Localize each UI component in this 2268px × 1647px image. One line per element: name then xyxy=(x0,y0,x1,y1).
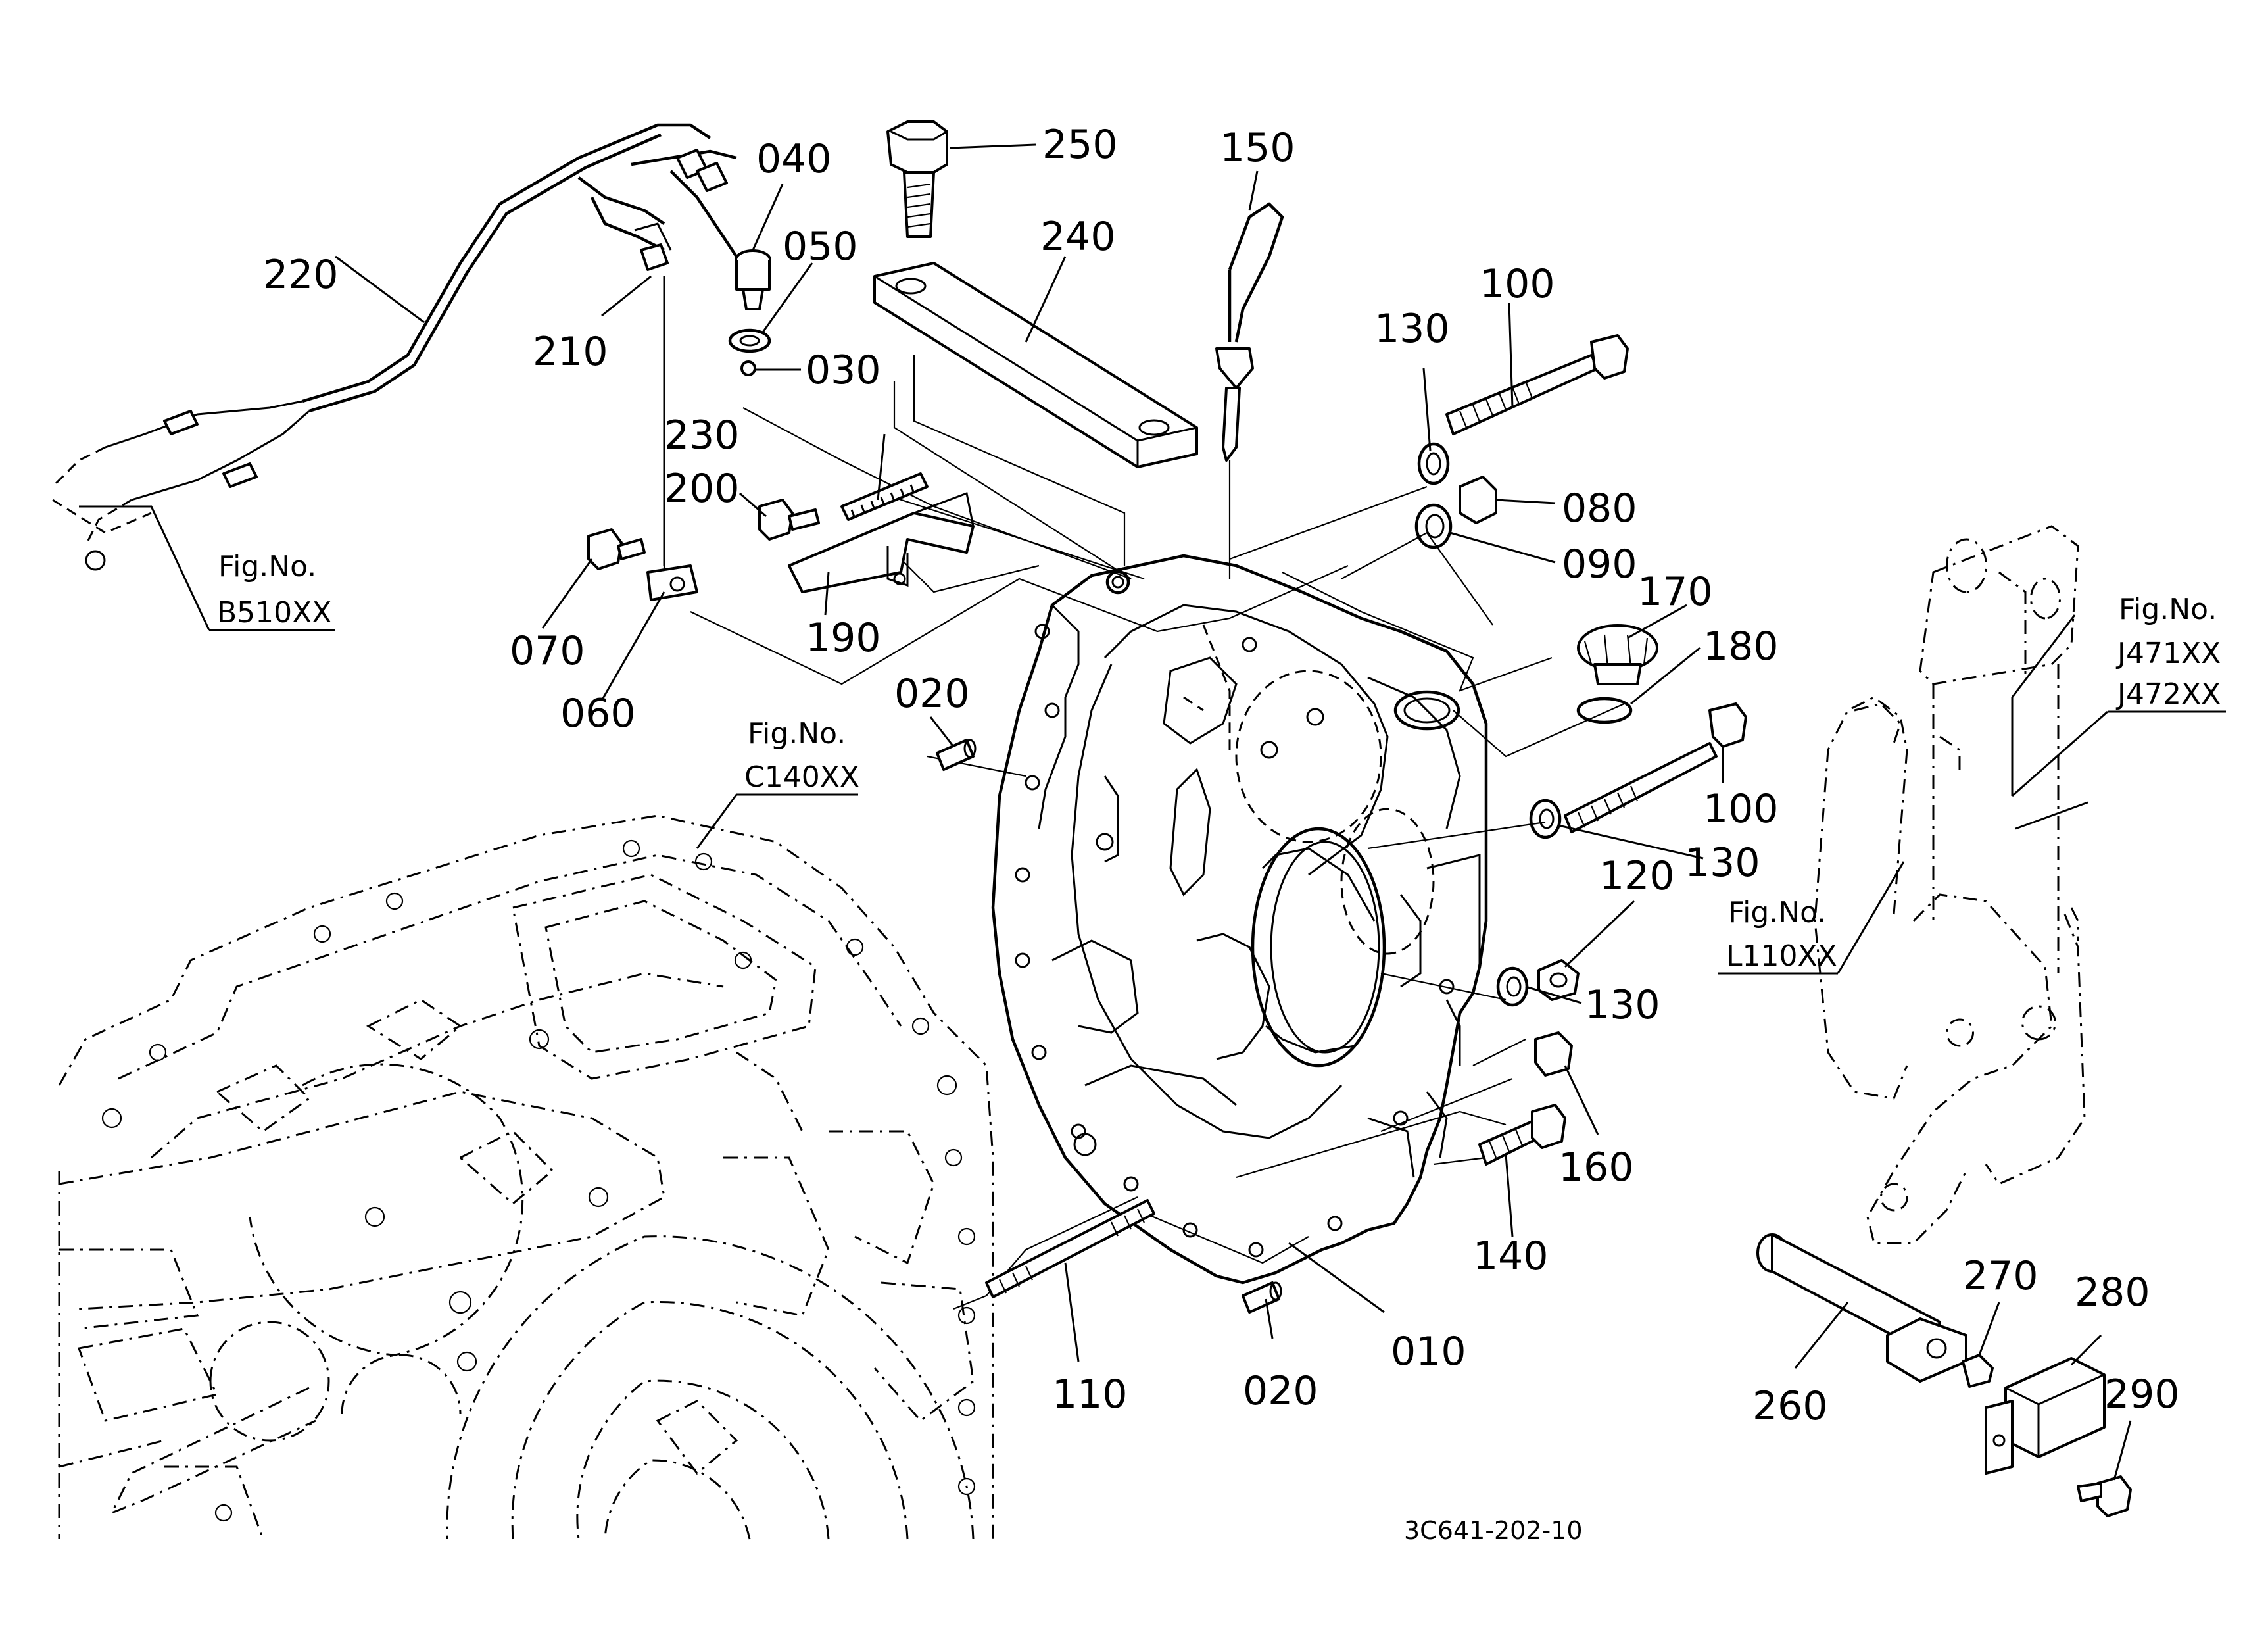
plug-160 xyxy=(1534,1031,1573,1077)
callout-070: 070 xyxy=(510,628,585,674)
block-280 xyxy=(1985,1357,2106,1475)
wire-harness-220 xyxy=(51,123,738,571)
callout-020: 020 xyxy=(894,671,970,717)
dipstick-150 xyxy=(1215,202,1284,579)
bolt-270 xyxy=(1962,1354,1994,1388)
callout-020: 020 xyxy=(1243,1368,1318,1414)
callout-labels: 220 210 040 050 030 250 240 150 130 100 … xyxy=(263,122,2180,1429)
figure-ref-b510: Fig.No. B510XX xyxy=(79,505,335,631)
o-ring-180 xyxy=(1576,697,1633,724)
callout-090: 090 xyxy=(1562,541,1637,587)
callout-180: 180 xyxy=(1703,624,1779,670)
callout-160: 160 xyxy=(1558,1144,1634,1191)
bolt-070 xyxy=(587,528,646,570)
svg-text:L110XX: L110XX xyxy=(1726,939,1837,973)
callout-250: 250 xyxy=(1042,122,1118,168)
callout-230: 230 xyxy=(664,412,740,458)
callout-100: 100 xyxy=(1480,261,1555,307)
washer-090 xyxy=(1414,503,1453,549)
callout-240: 240 xyxy=(1040,214,1116,260)
svg-text:J472XX: J472XX xyxy=(2115,677,2221,711)
bolt-200 xyxy=(758,499,820,541)
cap-170 xyxy=(1577,624,1658,685)
callout-130: 130 xyxy=(1685,840,1760,886)
stud-110 xyxy=(985,1199,1155,1298)
callout-060: 060 xyxy=(560,691,636,737)
callout-120: 120 xyxy=(1599,853,1675,899)
callout-050: 050 xyxy=(783,224,858,270)
ball-030 xyxy=(740,360,756,376)
washer-050 xyxy=(728,328,771,353)
callout-170: 170 xyxy=(1637,569,1713,615)
clamp-060 xyxy=(646,276,698,601)
svg-text:Fig.No.: Fig.No. xyxy=(748,717,846,750)
callout-100: 100 xyxy=(1703,786,1779,832)
callout-080: 080 xyxy=(1562,485,1637,531)
callout-130: 130 xyxy=(1585,982,1660,1028)
callout-140: 140 xyxy=(1473,1233,1549,1279)
lift-arm-outline xyxy=(1814,525,2086,1244)
dowel-020-lower xyxy=(1242,1281,1282,1314)
callout-260: 260 xyxy=(1752,1383,1828,1429)
callout-040: 040 xyxy=(756,136,832,182)
callout-190: 190 xyxy=(806,615,881,661)
plug-080 xyxy=(1459,476,1497,524)
callout-210: 210 xyxy=(533,329,608,375)
callout-280: 280 xyxy=(2075,1269,2150,1315)
callout-150: 150 xyxy=(1220,125,1295,171)
svg-text:Fig.No.: Fig.No. xyxy=(2119,593,2217,626)
switch-040 xyxy=(735,249,771,310)
drawing-number: 3C641-202-10 xyxy=(1404,1516,1583,1545)
callout-130: 130 xyxy=(1374,306,1450,352)
washer-130-lower xyxy=(1496,966,1529,1007)
callout-290: 290 xyxy=(2104,1371,2180,1417)
bolt-290 xyxy=(2077,1475,2132,1517)
callout-010: 010 xyxy=(1391,1329,1466,1375)
figure-ref-c140: Fig.No. C140XX xyxy=(696,717,859,849)
bolt-100-lower xyxy=(1564,702,1747,833)
cable-clamp-210 xyxy=(634,222,672,271)
svg-text:Fig.No.: Fig.No. xyxy=(1728,896,1826,929)
svg-text:C140XX: C140XX xyxy=(744,760,859,794)
svg-text:B510XX: B510XX xyxy=(217,596,331,629)
plate-240 xyxy=(873,262,1198,468)
callout-110: 110 xyxy=(1052,1371,1128,1417)
pin-260 xyxy=(1756,1233,1967,1383)
svg-text:J471XX: J471XX xyxy=(2115,637,2221,670)
transmission-case-outline xyxy=(58,814,994,1540)
bolt-100-upper xyxy=(1445,334,1629,435)
callout-220: 220 xyxy=(263,252,339,298)
callout-030: 030 xyxy=(806,347,881,393)
callout-200: 200 xyxy=(664,466,740,512)
bolt-250 xyxy=(886,120,948,238)
figure-ref-j471: Fig.No. J471XX J472XX xyxy=(2012,593,2226,797)
dowel-020-upper xyxy=(936,739,977,771)
transmission-case-holes xyxy=(101,839,976,1522)
washer-130-upper xyxy=(1417,442,1450,485)
label-230 xyxy=(840,472,929,521)
washer-130-mid xyxy=(1529,799,1562,839)
bolt-140 xyxy=(1478,1104,1566,1166)
nut-120 xyxy=(1537,959,1580,1001)
callout-270: 270 xyxy=(1963,1253,2039,1299)
main-housing-010 xyxy=(991,554,1488,1285)
figure-ref-l110: Fig.No. L110XX xyxy=(1718,861,1905,975)
leader-lines xyxy=(335,143,2132,1481)
bracket-190 xyxy=(788,491,975,593)
svg-text:Fig.No.: Fig.No. xyxy=(218,550,316,583)
